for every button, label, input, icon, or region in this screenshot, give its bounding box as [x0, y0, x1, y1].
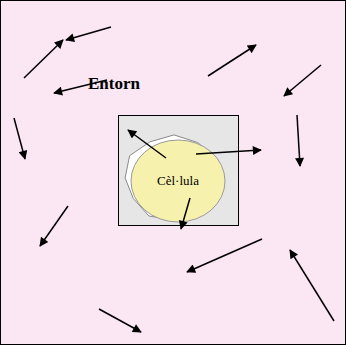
region-label: Entorn	[88, 74, 140, 94]
cell-label: Cèl·lula	[157, 173, 199, 189]
cell-ellipse: Cèl·lula	[130, 139, 226, 223]
